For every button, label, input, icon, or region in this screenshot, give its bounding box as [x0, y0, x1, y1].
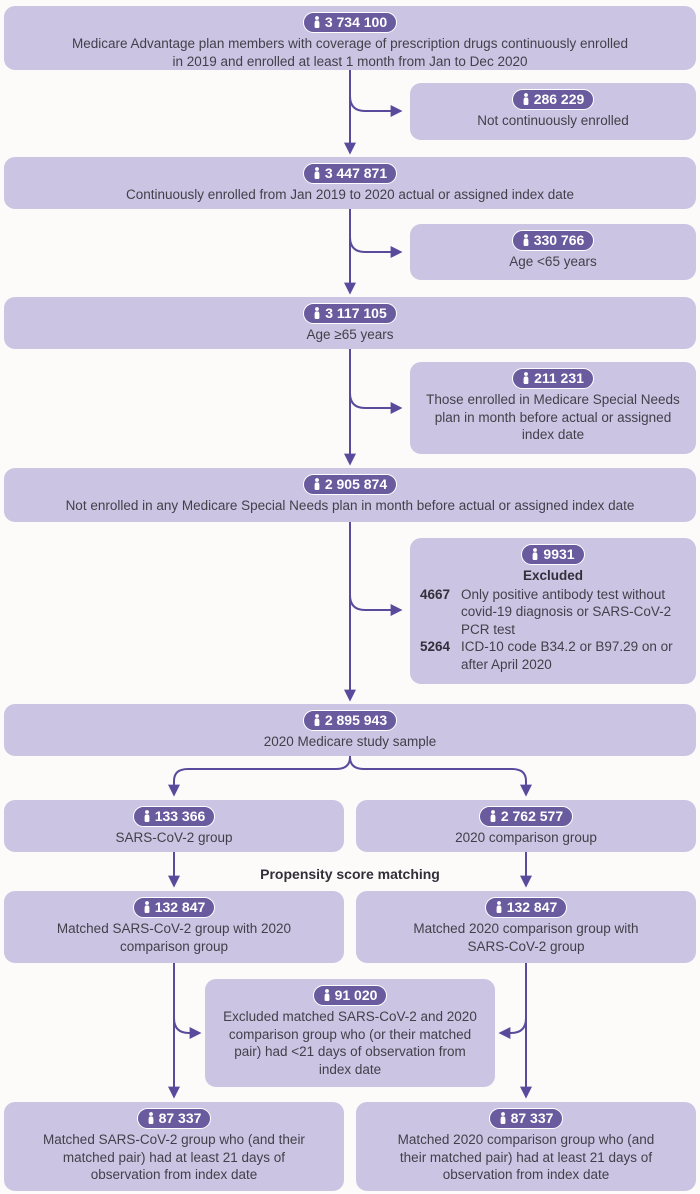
count-badge: 2 762 577	[478, 806, 574, 827]
arrow-branch-special-needs	[349, 392, 403, 414]
person-icon	[314, 714, 320, 726]
count-badge: 87 337	[136, 1108, 212, 1129]
count-value: 87 337	[510, 1110, 554, 1126]
excluded-item-count: 4667	[420, 586, 451, 602]
arrow-branch-left-excluded	[173, 1017, 202, 1039]
person-icon	[144, 901, 150, 913]
node-excluded-tests: 9931 Excluded 4667 Only positive antibod…	[410, 538, 696, 684]
count-badge: 3 117 105	[303, 303, 397, 324]
node-continuously-enrolled: 3 447 871 Continuously enrolled from Jan…	[4, 157, 696, 209]
count-value: 3 117 105	[325, 305, 387, 321]
node-text: Age <65 years	[509, 254, 597, 269]
arrow-branch-age-under-65	[349, 236, 403, 258]
person-icon	[523, 93, 529, 105]
count-value: 330 766	[533, 232, 585, 248]
count-badge: 87 337	[488, 1108, 564, 1129]
node-sars-cov-2-group: 133 366 SARS-CoV-2 group	[4, 800, 344, 852]
excluded-item-text: Only positive antibody test without covi…	[461, 586, 672, 637]
count-value: 2 895 943	[324, 712, 388, 728]
count-value: 3 734 100	[324, 14, 388, 30]
person-icon	[314, 167, 320, 179]
node-text: SARS-CoV-2 group	[115, 830, 233, 845]
count-badge: 91 020	[312, 985, 388, 1006]
person-icon	[533, 548, 538, 560]
excluded-title: Excluded	[522, 568, 584, 583]
node-text: Age ≥65 years	[306, 327, 394, 342]
node-text: Not enrolled in any Medicare Special Nee…	[65, 498, 635, 513]
count-value: 91 020	[334, 987, 378, 1003]
node-study-sample: 2 895 943 2020 Medicare study sample	[4, 704, 696, 756]
count-value: 211 231	[534, 370, 584, 386]
count-value: 2 905 874	[324, 476, 388, 492]
count-value: 286 229	[533, 91, 585, 107]
arrow-branch-excluded-tests	[349, 594, 403, 616]
node-excluded-observation: 91 020 Excluded matched SARS-CoV-2 and 2…	[205, 979, 495, 1087]
node-not-continuously-enrolled: 286 229 Not continuously enrolled	[410, 83, 696, 140]
count-badge: 211 231	[512, 368, 594, 389]
count-badge: 3 734 100	[302, 12, 398, 33]
node-age-65-plus: 3 117 105 Age ≥65 years	[4, 297, 696, 349]
node-final-comparison-group: 87 337 Matched 2020 comparison group who…	[356, 1102, 696, 1191]
excluded-item: 5264 ICD-10 code B34.2 or B97.29 on or a…	[420, 638, 686, 673]
node-2020-comparison-group: 2 762 577 2020 comparison group	[356, 800, 696, 852]
person-icon	[314, 16, 320, 28]
person-icon	[523, 372, 529, 384]
node-text: Medicare Advantage plan members with cov…	[71, 36, 629, 69]
node-text: Not continuously enrolled	[477, 113, 629, 128]
node-text: Matched SARS-CoV-2 group with 2020 compa…	[56, 921, 292, 954]
person-icon	[523, 234, 529, 246]
count-badge: 3 447 871	[302, 163, 398, 184]
node-matched-comparison-group: 132 847 Matched 2020 comparison group wi…	[356, 891, 696, 963]
count-badge: 9931	[521, 544, 585, 565]
fork-right	[349, 756, 532, 797]
count-value: 87 337	[158, 1110, 202, 1126]
node-text: Excluded matched SARS-CoV-2 and 2020 com…	[223, 1009, 477, 1077]
propensity-score-matching-label: Propensity score matching	[260, 866, 440, 882]
excluded-item-count: 5264	[420, 639, 451, 654]
count-badge: 132 847	[484, 897, 568, 918]
excluded-item-text: ICD-10 code B34.2 or B97.29 on or after …	[461, 639, 673, 672]
node-text: 2020 comparison group	[455, 830, 597, 845]
node-age-under-65: 330 766 Age <65 years	[410, 224, 696, 280]
count-value: 2 762 577	[500, 808, 564, 824]
count-badge: 330 766	[511, 230, 595, 251]
node-members: 3 734 100 Medicare Advantage plan member…	[4, 6, 696, 70]
arrow-branch-right-excluded	[498, 1017, 527, 1039]
count-value: 3 447 871	[324, 165, 388, 181]
count-badge: 2 895 943	[302, 710, 398, 731]
node-matched-sars-group: 132 847 Matched SARS-CoV-2 group with 20…	[4, 891, 344, 963]
person-icon	[314, 307, 320, 319]
node-text: Matched 2020 comparison group who (and t…	[397, 1132, 655, 1182]
arrow-branch-not-continuous	[349, 95, 403, 117]
person-icon	[314, 478, 320, 490]
count-value: 9931	[543, 546, 575, 562]
person-icon	[500, 1112, 505, 1124]
person-icon	[148, 1112, 153, 1124]
count-badge: 2 905 874	[302, 474, 398, 495]
node-not-special-needs: 2 905 874 Not enrolled in any Medicare S…	[4, 468, 696, 522]
excluded-list: 4667 Only positive antibody test without…	[420, 586, 686, 674]
count-badge: 286 229	[511, 89, 595, 110]
count-badge: 132 847	[132, 897, 216, 918]
node-text: Continuously enrolled from Jan 2019 to 2…	[125, 187, 575, 202]
node-text: Those enrolled in Medicare Special Needs…	[426, 392, 680, 442]
node-final-sars-group: 87 337 Matched SARS-CoV-2 group who (and…	[4, 1102, 344, 1191]
count-value: 133 366	[154, 808, 206, 824]
node-text: Matched SARS-CoV-2 group who (and their …	[43, 1132, 305, 1182]
node-special-needs-excluded: 211 231 Those enrolled in Medicare Speci…	[410, 362, 696, 454]
count-value: 132 847	[154, 899, 206, 915]
person-icon	[144, 810, 150, 822]
person-icon	[324, 989, 329, 1001]
person-icon	[496, 901, 502, 913]
fork-left	[168, 756, 351, 797]
excluded-item: 4667 Only positive antibody test without…	[420, 586, 686, 639]
count-value: 132 847	[506, 899, 558, 915]
person-icon	[490, 810, 496, 822]
node-text: 2020 Medicare study sample	[263, 734, 437, 749]
count-badge: 133 366	[132, 806, 216, 827]
node-text: Matched 2020 comparison group with SARS-…	[413, 921, 639, 954]
